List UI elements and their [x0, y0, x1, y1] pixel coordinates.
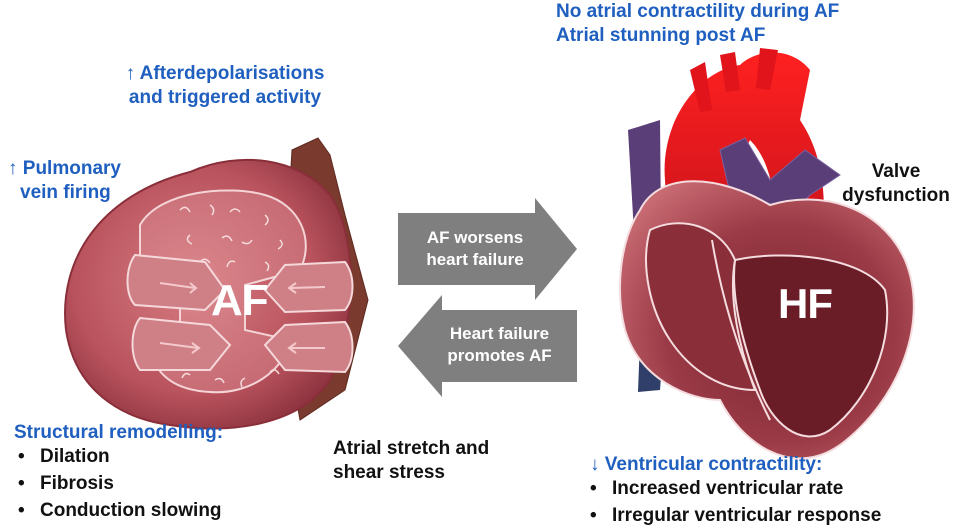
afterdep-line-1: ↑ Afterdepolarisations — [125, 63, 325, 84]
atrium-illustration — [64, 137, 369, 430]
ventricular-list: Increased ventricular rate Irregular ven… — [586, 475, 881, 529]
valve-dysfunction-label: Valve dysfunction — [840, 160, 952, 208]
arrow-left-line-1: Heart failure — [449, 324, 550, 343]
hf-label: HF — [778, 280, 833, 327]
af-worsens-hf-text: AF worsens heart failure — [410, 227, 540, 271]
list-item: Fibrosis — [14, 470, 222, 497]
arrow-right-line-2: heart failure — [426, 250, 524, 269]
arrow-right-line-1: AF worsens — [426, 228, 524, 247]
stretch-line-1: Atrial stretch and — [333, 438, 490, 459]
septum-line — [711, 239, 771, 421]
chaotic-activity-swirls — [179, 204, 283, 388]
list-item: Increased ventricular rate — [586, 475, 881, 502]
ventricular-contractility-title: ↓ Ventricular contractility: — [590, 454, 823, 475]
arrow-left-line-2: promotes AF — [447, 346, 552, 365]
valve-line-2: dysfunction — [842, 185, 950, 206]
pulmonary-line-1: ↑ Pulmonary — [8, 158, 121, 179]
ventricle-left — [733, 254, 889, 438]
hf-promotes-af-text: Heart failure promotes AF — [432, 323, 567, 367]
arrow-hf-to-af — [398, 295, 577, 397]
arrow-af-to-hf — [398, 198, 577, 300]
af-label: AF — [211, 276, 269, 325]
structural-list: Dilation Fibrosis Conduction slowing — [14, 443, 222, 524]
heart-illustration — [619, 48, 915, 460]
list-item: Irregular ventricular response — [586, 502, 881, 529]
pv-left-lower — [131, 316, 232, 371]
top-line-2: Atrial stunning post AF — [556, 25, 766, 46]
structural-remodelling-title: Structural remodelling: — [14, 422, 224, 443]
interaction-arrows — [398, 198, 577, 397]
pulmonary-vein-label: ↑ Pulmonary vein firing — [8, 157, 178, 205]
atrial-stretch-label: Atrial stretch and shear stress — [333, 437, 533, 485]
stretch-line-2: shear stress — [333, 462, 445, 483]
afterdepolarisations-label: ↑ Afterdepolarisations and triggered act… — [120, 62, 330, 110]
pulmonary-line-2: vein firing — [20, 182, 111, 203]
aortic-branches — [690, 48, 778, 112]
pv-left-upper — [126, 253, 227, 312]
list-item: Conduction slowing — [14, 497, 222, 524]
top-line-1: No atrial contractility during AF — [556, 1, 840, 22]
valve-line-1: Valve — [871, 161, 921, 182]
list-item: Dilation — [14, 443, 222, 470]
vein-flow-arrows — [159, 282, 326, 354]
atrial-contractility-label: No atrial contractility during AF Atrial… — [556, 0, 916, 48]
afterdep-line-2: and triggered activity — [128, 87, 322, 108]
